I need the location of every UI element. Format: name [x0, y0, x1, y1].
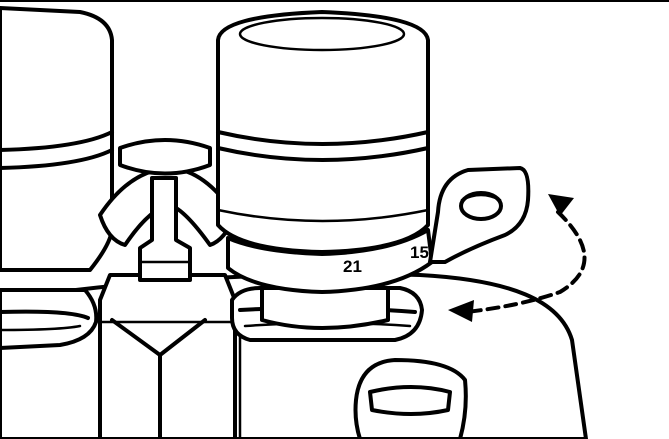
scale-label-21: 21 — [343, 257, 362, 276]
rotation-arrow-icon — [448, 194, 587, 322]
left-lower-barrel — [0, 288, 99, 350]
focus-shaft — [118, 138, 212, 282]
right-eyepiece — [216, 10, 430, 254]
center-hinge — [98, 273, 237, 439]
strap-lug — [353, 358, 468, 439]
right-lower-barrel — [230, 286, 424, 342]
left-upper-barrel — [0, 6, 114, 272]
scale-label-15: 15 — [410, 243, 429, 262]
diopter-lever — [428, 166, 531, 264]
